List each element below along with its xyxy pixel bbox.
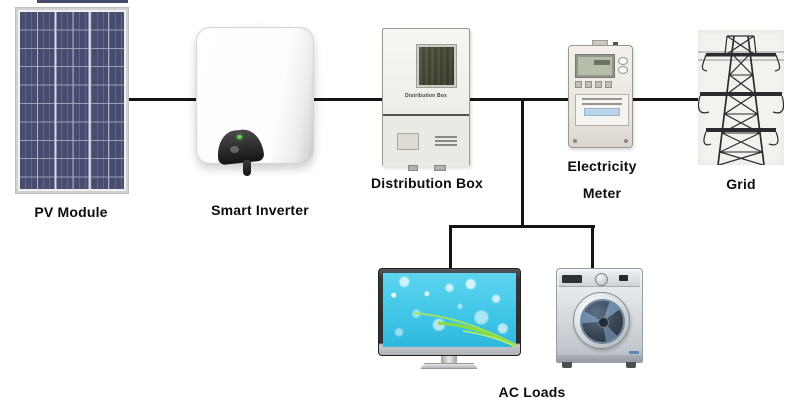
washer-door-ring <box>573 292 630 349</box>
grid-label: Grid <box>726 176 756 192</box>
meter-lcd-frame <box>575 54 615 78</box>
tv-screen <box>383 273 516 347</box>
meter-nameplate <box>575 94 629 126</box>
inverter-connector <box>243 160 251 176</box>
wire-drop-to-tv <box>449 226 452 268</box>
transmission-tower-icon <box>697 35 785 166</box>
inverter-status-led <box>237 135 242 139</box>
tv-stand-neck <box>441 356 457 364</box>
distribution-box-label-tag <box>397 133 419 150</box>
grid-tower-image <box>697 30 785 166</box>
inverter-logo <box>230 146 239 153</box>
wire-inverter-to-distribution-box <box>310 98 383 101</box>
pv-module-image <box>16 8 128 193</box>
washing-machine-image <box>556 268 643 363</box>
distribution-box-printed-text: Distribution Box <box>404 93 448 99</box>
meter-screw-left <box>573 139 577 143</box>
electricity-meter-label: Electricity Meter <box>548 153 656 207</box>
distribution-box-gland-left <box>408 165 418 171</box>
distribution-box-label: Distribution Box <box>370 175 484 191</box>
pv-image-artifact-strip <box>37 0 128 3</box>
tv-image <box>378 268 521 356</box>
distribution-box-lower-panel <box>383 116 469 167</box>
meter-button-top <box>618 57 628 65</box>
wire-drop-to-washer <box>591 226 594 268</box>
distribution-box-window <box>416 44 457 88</box>
meter-button-bottom <box>618 66 628 74</box>
distribution-box-spec-text <box>435 136 457 148</box>
distribution-box-image: Distribution Box <box>382 28 470 167</box>
meter-nameplate-highlight <box>584 108 620 116</box>
washer-button <box>619 275 628 281</box>
washer-foot-left <box>562 362 572 368</box>
meter-lcd <box>578 57 612 75</box>
electricity-meter-label-line2: Meter <box>582 185 622 201</box>
washer-control-panel <box>559 271 640 287</box>
wire-distribution-box-to-meter <box>469 98 569 101</box>
wire-pv-to-inverter <box>128 98 196 101</box>
tv-screen-swoosh <box>412 312 516 347</box>
electricity-meter-label-line1: Electricity <box>567 158 637 174</box>
washer-kick-plate <box>557 351 642 362</box>
meter-screw-right <box>624 139 628 143</box>
wire-ac-loads-bus <box>449 225 595 228</box>
wire-meter-to-grid <box>632 98 699 101</box>
distribution-box-gland-right <box>434 165 446 171</box>
tv-stand-base <box>420 363 478 369</box>
washer-drum-hub <box>598 317 609 328</box>
washer-accent <box>629 351 639 354</box>
pv-cell-grid <box>20 12 124 189</box>
washer-door-glass <box>580 299 625 344</box>
pv-module-label: PV Module <box>34 204 108 220</box>
meter-antenna-nub <box>613 42 618 47</box>
washer-foot-right <box>626 362 636 368</box>
meter-key-row <box>575 81 612 88</box>
washer-display <box>562 275 582 283</box>
smart-inverter-label: Smart Inverter <box>211 202 309 218</box>
wire-branch-down <box>521 99 524 227</box>
distribution-box-divider <box>383 114 469 116</box>
electricity-meter-image <box>568 45 633 148</box>
distribution-box-window-glass <box>419 47 454 85</box>
washer-knob <box>595 273 608 286</box>
ac-loads-label: AC Loads <box>498 384 566 400</box>
